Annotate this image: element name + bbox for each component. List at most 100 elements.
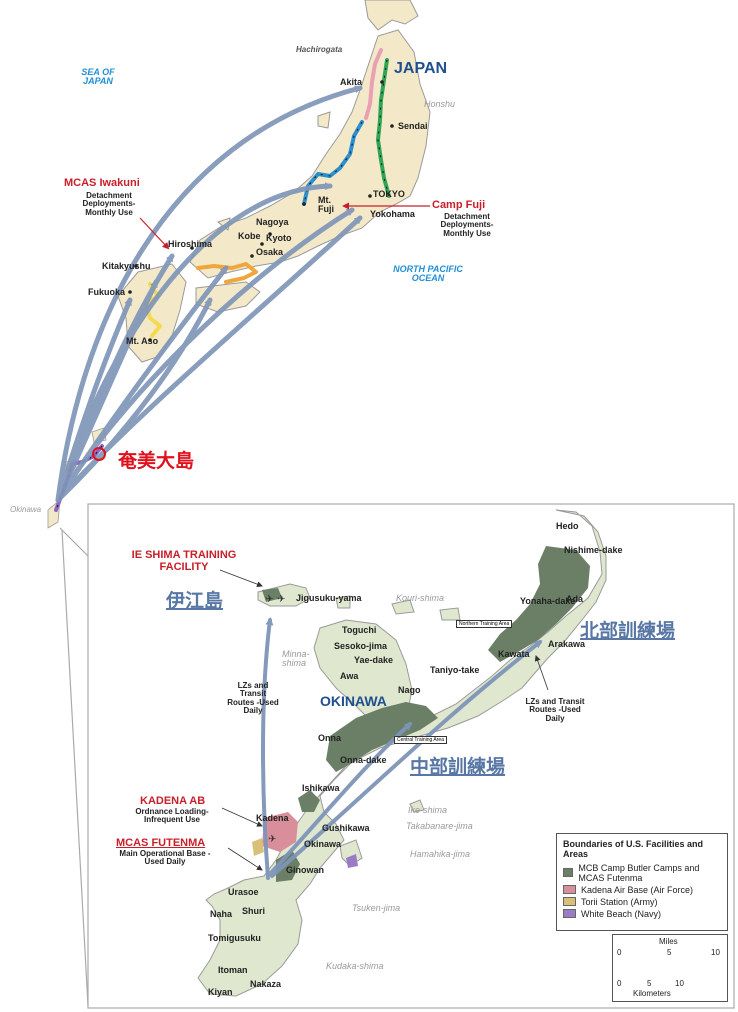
label-yonaha: Yonaha-dake	[520, 596, 576, 606]
label-nakaza: Nakaza	[250, 979, 282, 989]
label-awa: Awa	[340, 671, 359, 681]
svg-text:✈: ✈	[265, 594, 273, 605]
legend-swatch	[563, 909, 576, 919]
label-ieshima-jp: 伊江島	[166, 590, 224, 612]
legend-swatch	[563, 885, 576, 895]
label-itoman: Itoman	[218, 965, 248, 975]
label-onnadake: Onna-dake	[340, 755, 387, 765]
label-urasoe: Urasoe	[228, 887, 259, 897]
label-japan: JAPAN	[394, 60, 448, 77]
legend-item: MCB Camp Butler Camps and MCAS Futenma	[557, 862, 727, 884]
legend-label: Kadena Air Base (Air Force)	[581, 884, 694, 895]
label-akita: Akita	[340, 77, 363, 87]
label-mt-fuji: Mt. Fuji	[318, 195, 334, 215]
label-osaka: Osaka	[256, 247, 284, 257]
scale-km-tick: 0	[617, 979, 622, 988]
label-minna: Minna-shima	[282, 649, 310, 669]
label-sesoko: Sesoko-jima	[334, 641, 388, 651]
route-green	[376, 58, 391, 198]
label-gushikawa: Gushikawa	[322, 823, 370, 833]
callout-lz-left: LZs and Transit Routes -Used Daily	[227, 681, 279, 716]
label-tokyo: TOKYO	[373, 189, 405, 199]
legend-label: White Beach (Navy)	[581, 908, 662, 919]
label-sea-of-japan: SEA OF JAPAN	[81, 67, 115, 87]
label-hedo: Hedo	[556, 521, 579, 531]
label-ikeshima: Ike-shima	[408, 805, 448, 815]
label-ishikawa: Ishikawa	[302, 783, 340, 793]
label-taniyo: Taniyo-take	[430, 665, 480, 675]
label-tomigusuku: Tomigusuku	[208, 933, 261, 943]
label-okinawa-small: Okinawa	[10, 505, 42, 514]
legend-item: White Beach (Navy)	[557, 908, 727, 920]
label-yaedake: Yae-dake	[354, 655, 394, 665]
label-ada: Ada	[566, 594, 584, 604]
scale-mile-tick: 5	[667, 948, 672, 957]
label-naha: Naha	[210, 909, 233, 919]
scale-mile-tick: 10	[711, 948, 720, 957]
svg-text:✈: ✈	[268, 834, 276, 845]
callout-ieshima-title: IE SHIMA TRAINING FACILITY	[131, 549, 237, 573]
label-onna: Onna	[318, 733, 342, 743]
callout-fuji-sub: Detachment Deployments- Monthly Use	[440, 212, 494, 238]
callout-futenma-sub: Main Operational Base -Used Daily	[119, 849, 211, 867]
label-kawata: Kawata	[498, 649, 530, 659]
label-kudaka: Kudaka-shima	[326, 961, 384, 971]
scale-miles-label: Miles	[659, 937, 678, 946]
scale-km-tick: 5	[647, 979, 652, 988]
box-northern-training-area: Northern Training Area	[456, 620, 513, 628]
label-mt-aso: Mt. Aso	[126, 336, 159, 346]
label-north-pacific: NORTH PACIFIC OCEAN	[393, 264, 463, 284]
label-nago: Nago	[398, 685, 421, 695]
label-kadena: Kadena	[256, 813, 289, 823]
legend-label: Torii Station (Army)	[581, 896, 658, 907]
label-yokohama: Yokohama	[370, 209, 415, 219]
legend-swatch	[563, 897, 576, 907]
label-hamahika: Hamahika-jima	[410, 849, 471, 859]
route-orange	[196, 262, 258, 284]
legend-item: Torii Station (Army)	[557, 896, 727, 908]
svg-text:✈: ✈	[277, 594, 285, 605]
label-nagoya: Nagoya	[256, 217, 289, 227]
label-toguchi: Toguchi	[342, 625, 377, 635]
label-kiyan: Kiyan	[208, 987, 233, 997]
amami-marker	[92, 447, 106, 461]
label-hiroshima: Hiroshima	[168, 239, 213, 249]
deployment-arrows	[55, 85, 363, 503]
callout-iwakuni-sub: Detachment Deployments- Monthly Use	[82, 191, 136, 217]
mainland-routes	[54, 48, 391, 512]
label-okinawa-title: OKINAWA	[320, 693, 387, 709]
box-central-training-area: Central Training Area	[394, 736, 447, 744]
okinawa-arrows	[261, 617, 543, 880]
label-hokubu-jp: 北部訓練場	[580, 620, 676, 642]
callout-kadena-sub: Ordnance Loading- Infrequent Use	[135, 807, 209, 825]
label-jigusuku: Jigusuku-yama	[296, 593, 362, 603]
label-chubu-jp: 中部訓練場	[410, 756, 506, 778]
label-hachirogata: Hachirogata	[296, 45, 343, 54]
label-okinawa-city: Okinawa	[304, 839, 342, 849]
legend-item: Kadena Air Base (Air Force)	[557, 884, 727, 896]
label-shuri: Shuri	[242, 906, 266, 916]
callout-fuji-title: Camp Fuji	[432, 199, 486, 211]
label-takabanare: Takabanare-jima	[406, 821, 473, 831]
label-tsuken: Tsuken-jima	[352, 903, 401, 913]
legend-swatch	[563, 868, 574, 878]
scale-mile-tick: 0	[617, 948, 622, 957]
label-honshu: Honshu	[424, 99, 456, 109]
label-nishime: Nishime-dake	[564, 545, 623, 555]
hokkaido-tip	[364, 0, 419, 31]
label-amami-jp: 奄美大島	[118, 450, 195, 472]
callout-iwakuni-title: MCAS Iwakuni	[64, 177, 140, 189]
map-scale: Miles 0 5 10 0 5 10 Kilometers	[612, 934, 728, 1002]
label-sendai: Sendai	[398, 121, 428, 131]
callout-kadena-title: KADENA AB	[140, 795, 206, 807]
callout-lz-right: LZs and Transit Routes -Used Daily	[525, 697, 585, 723]
facility-areas	[252, 546, 590, 882]
route-pink	[364, 48, 383, 120]
label-kyoto: Kyoto	[266, 233, 292, 243]
scale-km-label: Kilometers	[633, 989, 671, 998]
legend-label: MCB Camp Butler Camps and MCAS Futenma	[578, 862, 700, 883]
callout-futenma-title: MCAS FUTENMA	[116, 837, 206, 849]
scale-km-tick: 10	[675, 979, 684, 988]
label-arakawa: Arakawa	[548, 639, 586, 649]
